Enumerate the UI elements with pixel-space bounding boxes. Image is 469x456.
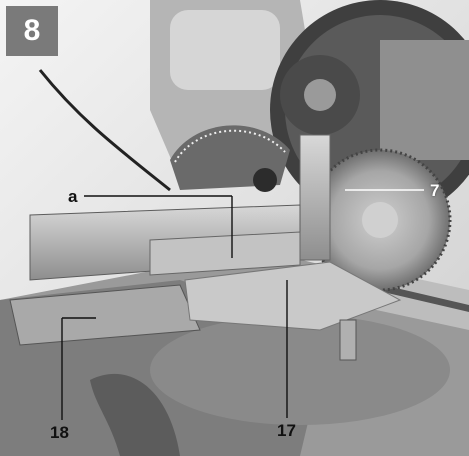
callout-a: a xyxy=(68,187,78,206)
callout-fence: 18 xyxy=(50,423,69,442)
step-number-badge: 8 xyxy=(6,6,58,56)
callout-blade: 7 xyxy=(430,181,440,200)
callout-insert: 17 xyxy=(277,421,296,440)
